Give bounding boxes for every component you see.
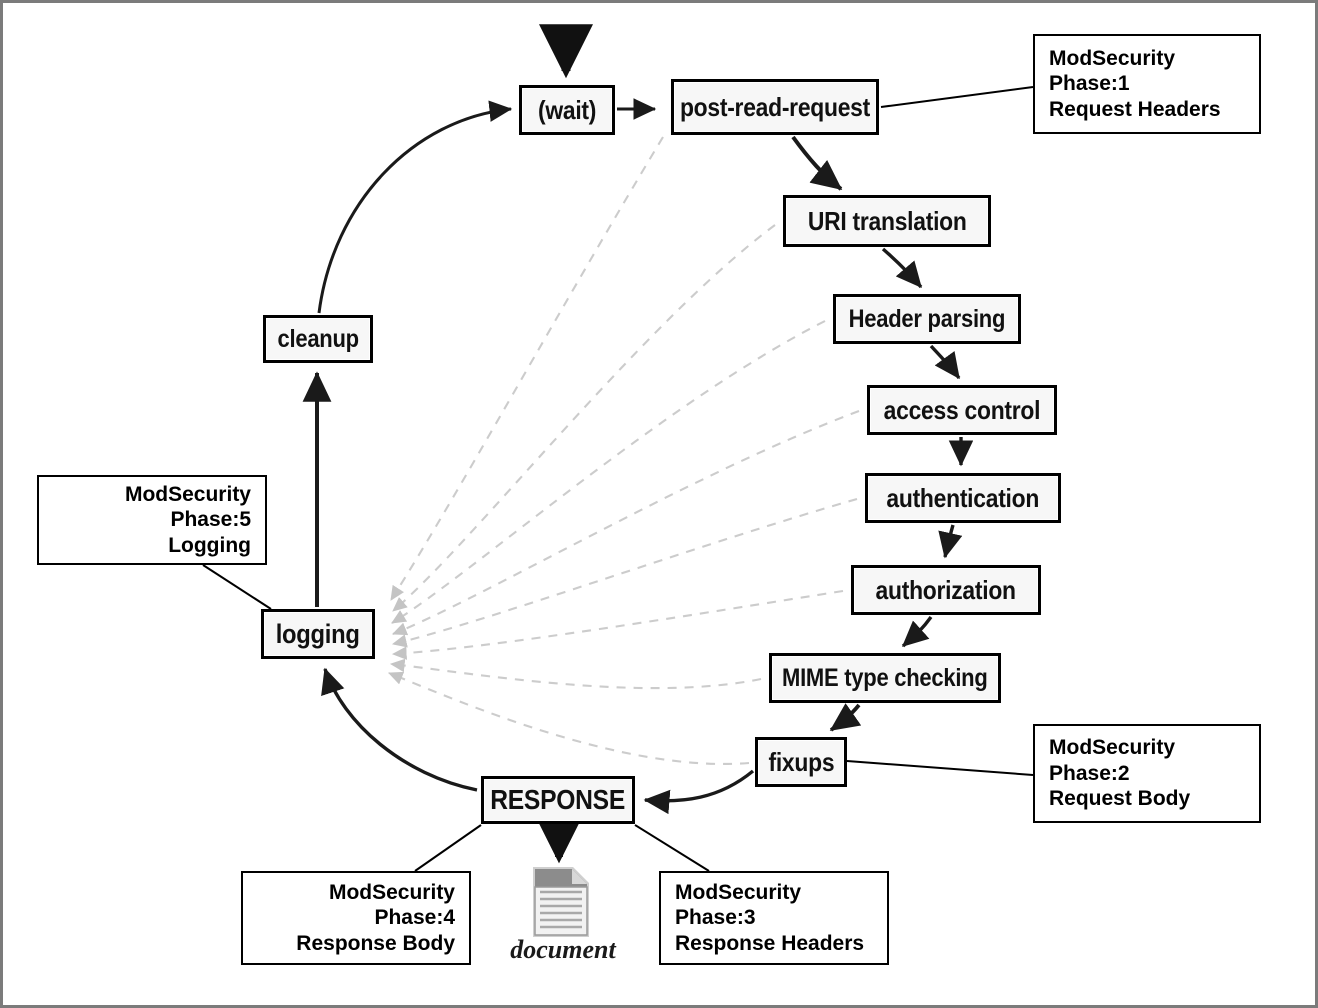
note-phase-3: ModSecurity Phase:3 Response Headers — [659, 871, 889, 965]
note-phase-5-line1: ModSecurity Phase:5 — [124, 482, 251, 532]
edge-uri-translation-to-header-parsing — [881, 247, 923, 289]
node-response[interactable]: RESPONSE — [481, 776, 635, 824]
note-phase-1-line1: ModSecurity Phase:1 — [1049, 46, 1176, 96]
node-fixups[interactable]: fixups — [755, 737, 847, 787]
node-header-parsing[interactable]: Header parsing — [833, 294, 1021, 344]
dashed-edge-authorization — [391, 589, 844, 660]
document-label: document — [510, 935, 616, 964]
connector-layer — [202, 24, 1034, 872]
document-page-icon — [533, 867, 589, 937]
note-phase-5-line2: Logging — [168, 533, 251, 557]
dashed-edge-authentication — [391, 497, 858, 648]
node-fixups-label: fixups — [768, 746, 834, 777]
note-phase-3-line2: Response Headers — [675, 931, 865, 955]
node-post-read-request[interactable]: post-read-request — [671, 79, 879, 135]
dashed-edge-access-control — [392, 410, 860, 636]
leader-phase-4 — [414, 824, 482, 872]
node-cleanup-label: cleanup — [277, 324, 359, 353]
note-phase-5: ModSecurity Phase:5 Logging — [37, 475, 267, 565]
dashed-edge-mime-type — [389, 658, 762, 690]
dashed-edge-fixups — [388, 671, 750, 765]
edge-response-to-logging — [321, 667, 478, 792]
edge-cleanup-to-wait — [317, 100, 513, 314]
leader-phase-3 — [634, 824, 710, 872]
note-phase-2: ModSecurity Phase:2 Request Body — [1033, 724, 1261, 823]
node-authorization-label: authorization — [875, 574, 1017, 605]
node-mime-type-checking[interactable]: MIME type checking — [769, 653, 1001, 703]
node-authorization[interactable]: authorization — [851, 565, 1041, 615]
edge-authorization-to-mime-type-checking — [901, 616, 933, 648]
node-logging[interactable]: logging — [261, 609, 375, 659]
node-wait-label: (wait) — [537, 94, 597, 125]
leader-phase-2 — [846, 760, 1034, 776]
node-access-control-label: access control — [883, 394, 1041, 425]
note-phase-1: ModSecurity Phase:1 Request Headers — [1033, 34, 1261, 134]
node-mime-type-checking-label: MIME type checking — [782, 663, 988, 692]
node-uri-translation-label: URI translation — [807, 205, 967, 236]
node-wait[interactable]: (wait) — [519, 85, 615, 135]
node-logging-label: logging — [276, 618, 360, 649]
leader-phase-1 — [880, 86, 1034, 108]
node-post-read-request-label: post-read-request — [679, 91, 871, 122]
note-phase-4-line2: Response Body — [296, 931, 455, 955]
note-leader-lines — [202, 86, 1034, 872]
dashed-edge-post-read-request — [390, 136, 664, 601]
note-phase-4: ModSecurity Phase:4 Response Body — [241, 871, 471, 965]
node-uri-translation[interactable]: URI translation — [783, 195, 991, 247]
dashed-edge-header-parsing — [391, 320, 826, 624]
node-response-label: RESPONSE — [490, 784, 626, 815]
edge-header-parsing-to-access-control — [929, 344, 961, 380]
edge-fixups-to-response — [643, 769, 755, 815]
note-phase-3-line1: ModSecurity Phase:3 — [675, 880, 802, 930]
note-phase-2-line1: ModSecurity Phase:2 — [1049, 736, 1176, 785]
logging-dashed-edges — [388, 136, 860, 765]
note-phase-2-line2: Request Body — [1049, 787, 1191, 811]
edge-post-read-request-to-uri-translation — [791, 135, 843, 191]
flow-edges — [302, 24, 974, 864]
node-authentication-label: authentication — [886, 482, 1040, 513]
note-phase-4-line1: ModSecurity Phase:4 — [328, 880, 455, 930]
node-authentication[interactable]: authentication — [865, 473, 1061, 523]
node-access-control[interactable]: access control — [867, 385, 1057, 435]
note-phase-1-line2: Request Headers — [1049, 97, 1221, 121]
edge-authentication-to-authorization — [938, 524, 963, 559]
dashed-edge-uri-translation — [392, 224, 776, 612]
edge-mime-type-checking-to-fixups — [829, 703, 862, 732]
node-header-parsing-label: Header parsing — [848, 304, 1006, 333]
node-cleanup[interactable]: cleanup — [263, 315, 373, 363]
leader-phase-5 — [202, 564, 272, 610]
